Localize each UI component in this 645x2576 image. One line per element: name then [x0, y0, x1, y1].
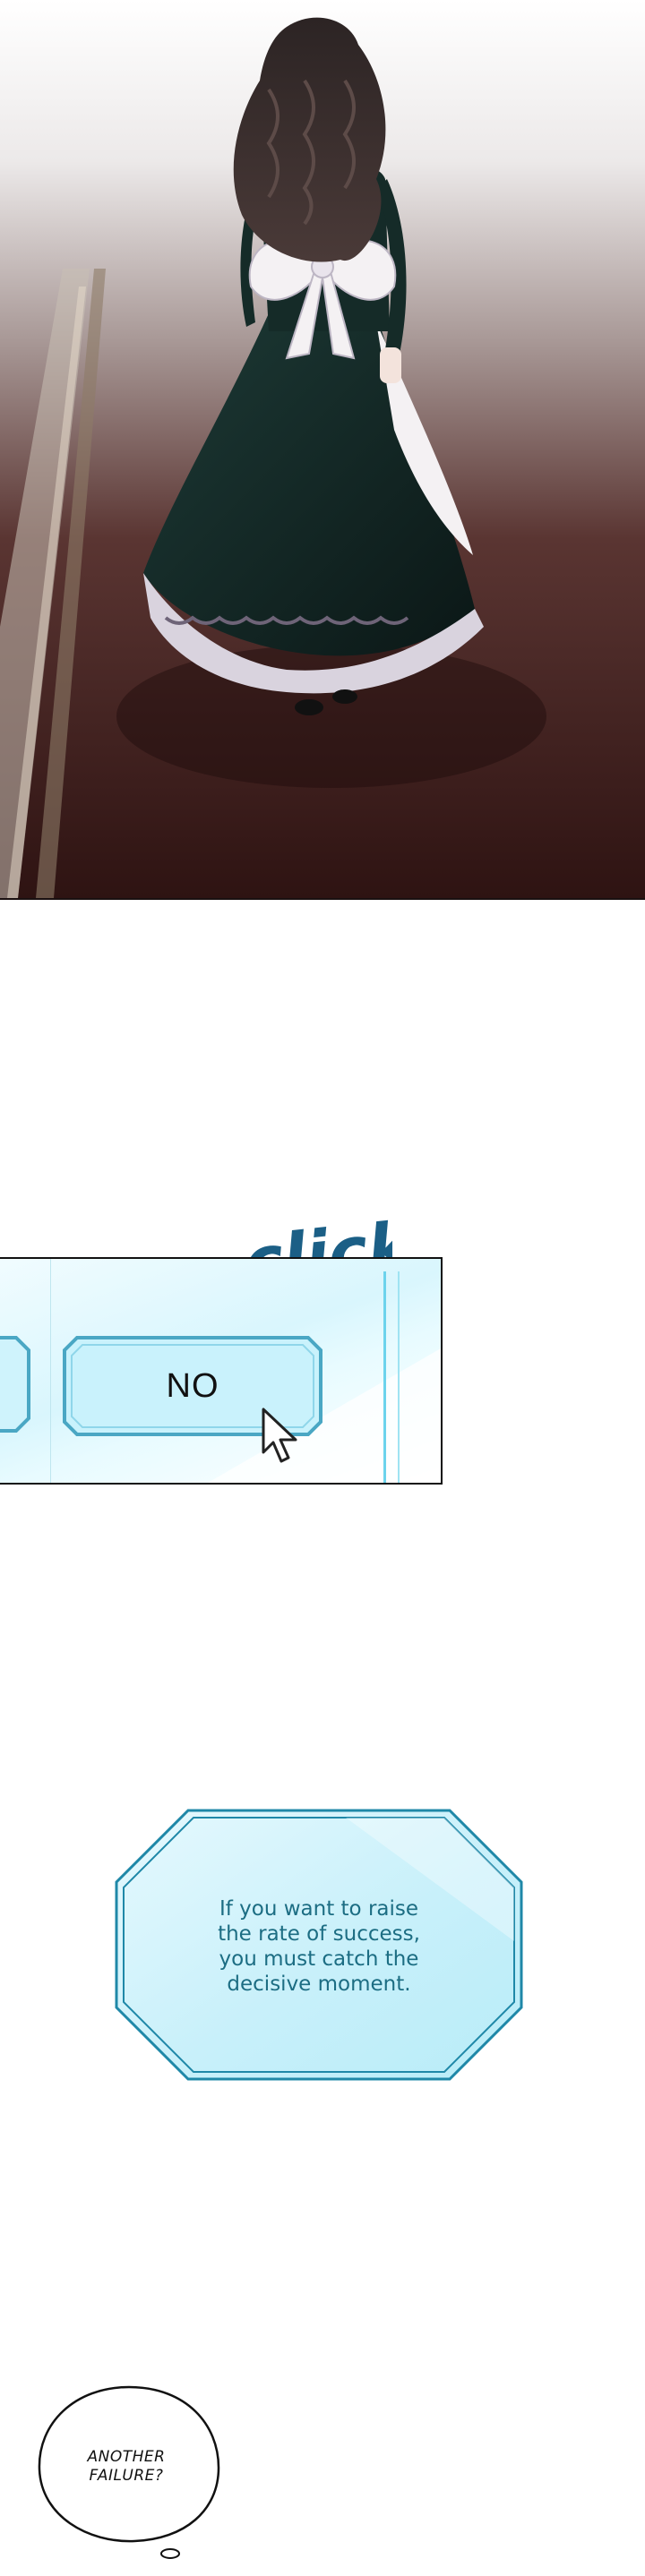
hint-line: decisive moment. — [227, 1973, 411, 1996]
speech-line: ANOTHER — [87, 2448, 166, 2466]
no-button-label: NO — [166, 1366, 219, 1405]
speech-line: FAILURE? — [89, 2467, 164, 2485]
maid-walking-illustration — [0, 0, 645, 898]
scene-panel — [0, 0, 645, 900]
speech-text: ANOTHER FAILURE? — [61, 2448, 192, 2486]
speech-bubble-outline — [38, 2385, 220, 2559]
choice-dialog: NO — [0, 1257, 443, 1485]
dialog-divider — [50, 1259, 51, 1483]
hint-message: If you want to raise the rate of success… — [176, 1896, 462, 1997]
system-hint-box: If you want to raise the rate of success… — [113, 1807, 525, 2083]
hint-line: you must catch the — [219, 1947, 419, 1971]
dialog-stripe — [398, 1271, 400, 1483]
dialog-stripe — [383, 1271, 386, 1483]
mouse-pointer-arrow-icon — [262, 1408, 297, 1463]
no-button[interactable]: NO — [61, 1334, 324, 1438]
speech-bubble: ANOTHER FAILURE? — [34, 2382, 224, 2561]
hint-line: the rate of success, — [218, 1922, 420, 1946]
no-button-frame — [63, 1336, 322, 1436]
yes-button-partial[interactable] — [0, 1334, 32, 1434]
hint-line: If you want to raise — [219, 1897, 419, 1921]
hint-box-frame — [115, 1809, 523, 2081]
